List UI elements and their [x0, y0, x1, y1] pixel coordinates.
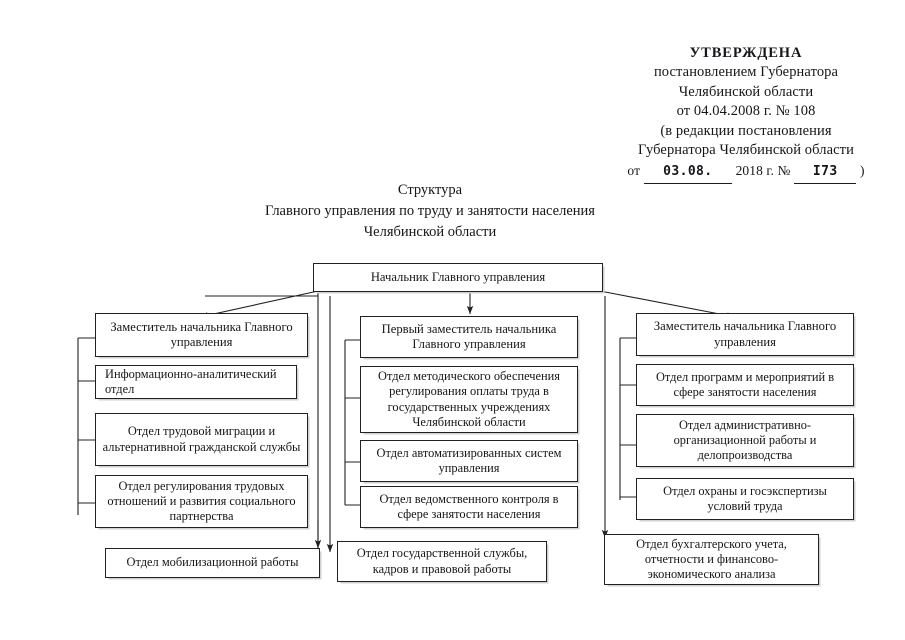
node-civil-service-label: Отдел государственной службы, кадров и п…: [356, 546, 528, 576]
date-prefix-label: от: [627, 163, 641, 179]
node-mobilization[interactable]: Отдел мобилизационной работы: [105, 548, 320, 578]
node-civil-service[interactable]: Отдел государственной службы, кадров и п…: [337, 541, 547, 582]
node-automated-systems-label: Отдел автоматизированных систем управлен…: [376, 445, 562, 475]
node-method-support-label: Отдел методического обеспечения регулиро…: [378, 369, 560, 429]
node-info-analytical[interactable]: Информационно-аналитический отдел: [95, 365, 297, 399]
closing-paren: ): [859, 163, 865, 179]
node-accounting-label: Отдел бухгалтерского учета, отчетности и…: [636, 536, 787, 582]
node-labor-relations-label: Отдел регулирования трудовых отношений и…: [107, 478, 296, 524]
approval-title: УТВЕРЖДЕНА: [689, 45, 803, 61]
approval-line-5: (в редакции постановления: [660, 122, 832, 139]
node-first-deputy-label: Первый заместитель начальника Главного у…: [381, 321, 557, 351]
page-title-line-2: Главного управления по труду и занятости…: [265, 203, 595, 219]
node-deputy-right-label: Заместитель начальника Главного управлен…: [653, 319, 837, 349]
node-programs-events-label: Отдел программ и мероприятий в сфере зан…: [655, 369, 835, 399]
page-title-line-1: Структура: [397, 182, 463, 198]
node-root[interactable]: Начальник Главного управления: [313, 263, 603, 292]
node-labor-protection-label: Отдел охраны и госэкспертизы условий тру…: [663, 483, 827, 513]
node-first-deputy[interactable]: Первый заместитель начальника Главного у…: [360, 316, 578, 358]
node-accounting[interactable]: Отдел бухгалтерского учета, отчетности и…: [604, 534, 819, 585]
node-admin-organizational[interactable]: Отдел административно-организационной ра…: [636, 414, 854, 467]
approval-line-6: Губернатора Челябинской области: [638, 142, 854, 159]
node-labor-protection[interactable]: Отдел охраны и госэкспертизы условий тру…: [636, 478, 854, 520]
approval-line-3: Челябинской области: [678, 83, 814, 100]
node-labor-migration[interactable]: Отдел трудовой миграции и альтернативной…: [95, 413, 308, 466]
node-automated-systems[interactable]: Отдел автоматизированных систем управлен…: [360, 440, 578, 482]
node-departmental-control[interactable]: Отдел ведомственного контроля в сфере за…: [360, 486, 578, 528]
node-deputy-left-label: Заместитель начальника Главного управлен…: [110, 319, 293, 349]
page-title-line-3: Челябинской области: [363, 224, 497, 240]
node-deputy-left[interactable]: Заместитель начальника Главного управлен…: [95, 313, 308, 357]
node-admin-organizational-label: Отдел административно-организационной ра…: [673, 417, 817, 463]
node-deputy-right[interactable]: Заместитель начальника Главного управлен…: [636, 313, 854, 356]
approval-line-2: постановлением Губернатора: [653, 64, 839, 81]
node-labor-migration-label: Отдел трудовой миграции и альтернативной…: [102, 424, 301, 454]
date-value: 03.08.: [643, 162, 732, 184]
node-labor-relations[interactable]: Отдел регулирования трудовых отношений и…: [95, 475, 308, 528]
document-number-value: I73: [794, 162, 857, 184]
node-info-analytical-label: Информационно-аналитический отдел: [105, 366, 277, 396]
node-root-label: Начальник Главного управления: [370, 269, 546, 284]
approval-block: УТВЕРЖДЕНА постановлением Губернатора Че…: [596, 44, 896, 184]
node-mobilization-label: Отдел мобилизационной работы: [126, 555, 299, 570]
node-programs-events[interactable]: Отдел программ и мероприятий в сфере зан…: [636, 364, 854, 406]
approval-line-4: от 04.04.2008 г. № 108: [676, 103, 816, 120]
page-title: Структура Главного управления по труду и…: [120, 180, 740, 243]
approval-date-line: от 03.08. 2018 г. № I73 ): [596, 161, 896, 184]
year-label: 2018 г. №: [735, 163, 791, 179]
node-departmental-control-label: Отдел ведомственного контроля в сфере за…: [379, 491, 559, 521]
node-method-support[interactable]: Отдел методического обеспечения регулиро…: [360, 366, 578, 433]
